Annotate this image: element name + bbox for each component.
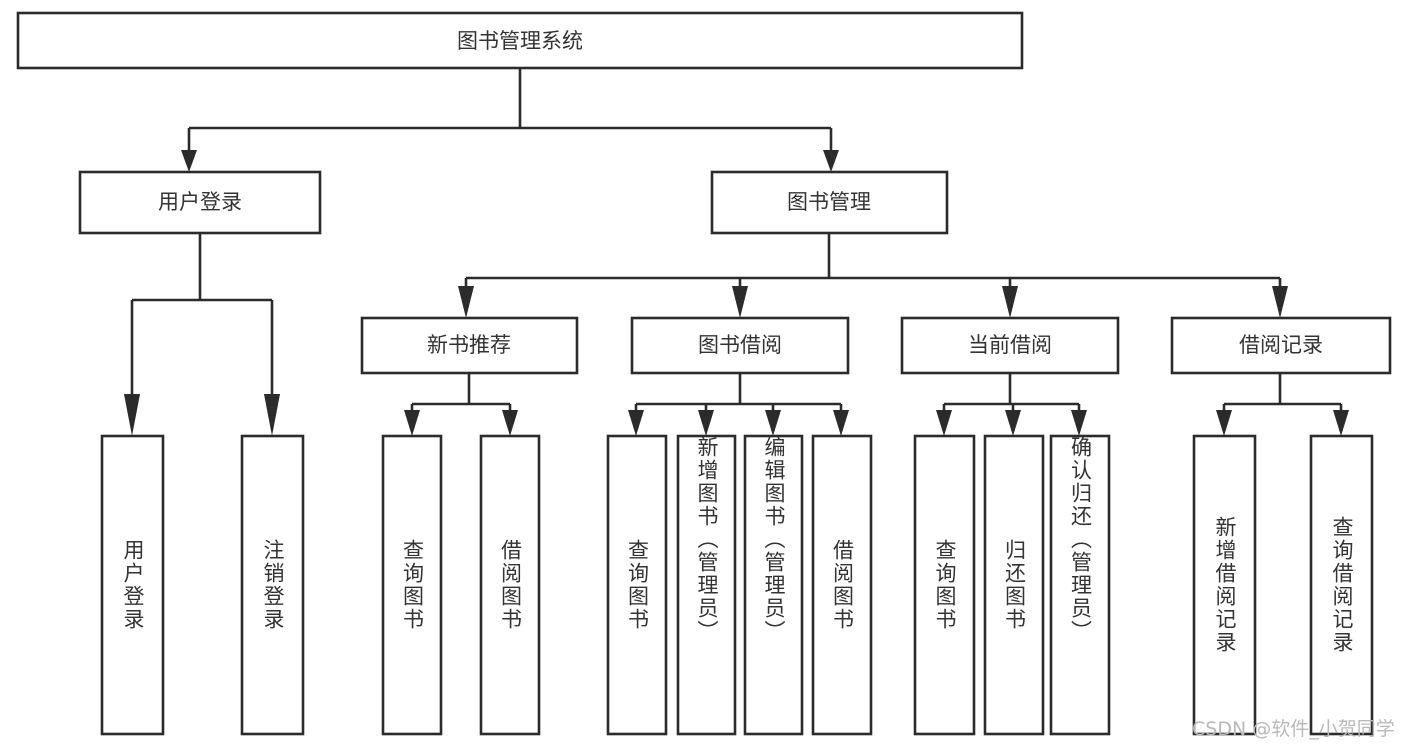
node-new-book-recommend[interactable]: 新书推荐 xyxy=(360,316,579,375)
leaf-cb-confirm-return-label: 确认归还（管理员） xyxy=(1068,436,1093,643)
csdn-watermark: CSDN @软件_小贺同学 xyxy=(1192,718,1395,740)
leaf-bb-query-book-label: 查询图书 xyxy=(625,539,650,631)
leaf-bb-add-book-label: 新增图书（管理员） xyxy=(695,436,719,643)
leaf-bb-add-book[interactable]: 新增图书（管理员） xyxy=(678,436,735,734)
node-user-login[interactable]: 用户登录 xyxy=(78,170,322,235)
leaf-logout[interactable]: 注销登录 xyxy=(242,436,303,734)
connector-bookborrow-to-leaves xyxy=(628,373,849,436)
node-root[interactable]: 图书管理系统 xyxy=(16,11,1024,70)
leaf-box-user-login[interactable] xyxy=(100,434,165,736)
leaf-cb-query-book[interactable]: 查询图书 xyxy=(915,436,974,734)
leaf-box-nb-borrow[interactable] xyxy=(479,434,541,736)
leaf-user-login-label: 用户登录 xyxy=(121,539,145,631)
leaf-box-cb-query[interactable] xyxy=(913,434,976,736)
leaf-br-query-record-label: 查询借阅记录 xyxy=(1330,516,1354,654)
leaf-bb-borrow-book-label: 借阅图书 xyxy=(830,539,855,631)
connector-bookmanage-to-level3 xyxy=(458,233,1288,318)
connector-root-to-level2 xyxy=(181,68,839,172)
leaf-user-login[interactable]: 用户登录 xyxy=(102,436,163,734)
connector-currentborrow-to-leaves xyxy=(936,373,1087,436)
leaf-bb-query-book[interactable]: 查询图书 xyxy=(608,436,666,734)
node-borrow-record-label: 借阅记录 xyxy=(1239,333,1323,357)
leaf-box-nb-query[interactable] xyxy=(381,434,443,736)
leaf-cb-query-book-label: 查询图书 xyxy=(933,539,957,631)
node-book-borrow-label: 图书借阅 xyxy=(698,333,782,357)
leaf-br-add-record[interactable]: 新增借阅记录 xyxy=(1194,436,1255,734)
node-book-management-label: 图书管理 xyxy=(787,190,871,214)
leaf-box-bb-borrow[interactable] xyxy=(811,434,873,736)
leaf-box-br-add[interactable] xyxy=(1192,434,1257,736)
leaf-box-cb-confirm[interactable] xyxy=(1049,434,1111,736)
node-current-borrow[interactable]: 当前借阅 xyxy=(900,316,1120,375)
leaf-bb-edit-book[interactable]: 编辑图书（管理员） xyxy=(745,436,802,734)
leaf-nb-query-book-label: 查询图书 xyxy=(400,539,425,631)
leaf-nb-borrow-book-label: 借阅图书 xyxy=(498,539,523,631)
node-book-management[interactable]: 图书管理 xyxy=(710,170,949,235)
connector-newbook-to-leaves xyxy=(404,373,518,436)
leaf-box-bb-query[interactable] xyxy=(606,434,668,736)
leaf-logout-label: 注销登录 xyxy=(261,539,285,631)
leaf-box-bb-edit[interactable] xyxy=(743,434,804,736)
node-current-borrow-label: 当前借阅 xyxy=(968,333,1052,357)
leaf-box-cb-return[interactable] xyxy=(983,434,1045,736)
leaf-bb-edit-book-label: 编辑图书（管理员） xyxy=(762,436,786,643)
leaf-nb-borrow-book[interactable]: 借阅图书 xyxy=(481,436,539,734)
connector-userlogin-to-leaves xyxy=(124,233,280,436)
leaf-rects xyxy=(100,434,1374,736)
leaf-box-logout[interactable] xyxy=(240,434,305,736)
leaf-box-br-query[interactable] xyxy=(1309,434,1374,736)
node-root-label: 图书管理系统 xyxy=(457,29,583,53)
leaf-bb-borrow-book[interactable]: 借阅图书 xyxy=(813,436,871,734)
node-new-book-recommend-label: 新书推荐 xyxy=(427,333,511,357)
leaf-cb-return-book-label: 归还图书 xyxy=(1002,539,1027,631)
leaf-box-bb-add[interactable] xyxy=(676,434,737,736)
node-book-borrow[interactable]: 图书借阅 xyxy=(630,316,850,375)
node-borrow-record[interactable]: 借阅记录 xyxy=(1170,316,1392,375)
node-user-login-label: 用户登录 xyxy=(158,190,242,214)
leaf-cb-return-book[interactable]: 归还图书 xyxy=(985,436,1043,734)
leaf-nb-query-book[interactable]: 查询图书 xyxy=(383,436,441,734)
leaf-br-query-record[interactable]: 查询借阅记录 xyxy=(1311,436,1372,734)
leaf-br-add-record-label: 新增借阅记录 xyxy=(1213,516,1237,654)
leaf-cb-confirm-return[interactable]: 确认归还（管理员） xyxy=(1051,436,1109,734)
connector-borrowrecord-to-leaves xyxy=(1216,373,1349,436)
